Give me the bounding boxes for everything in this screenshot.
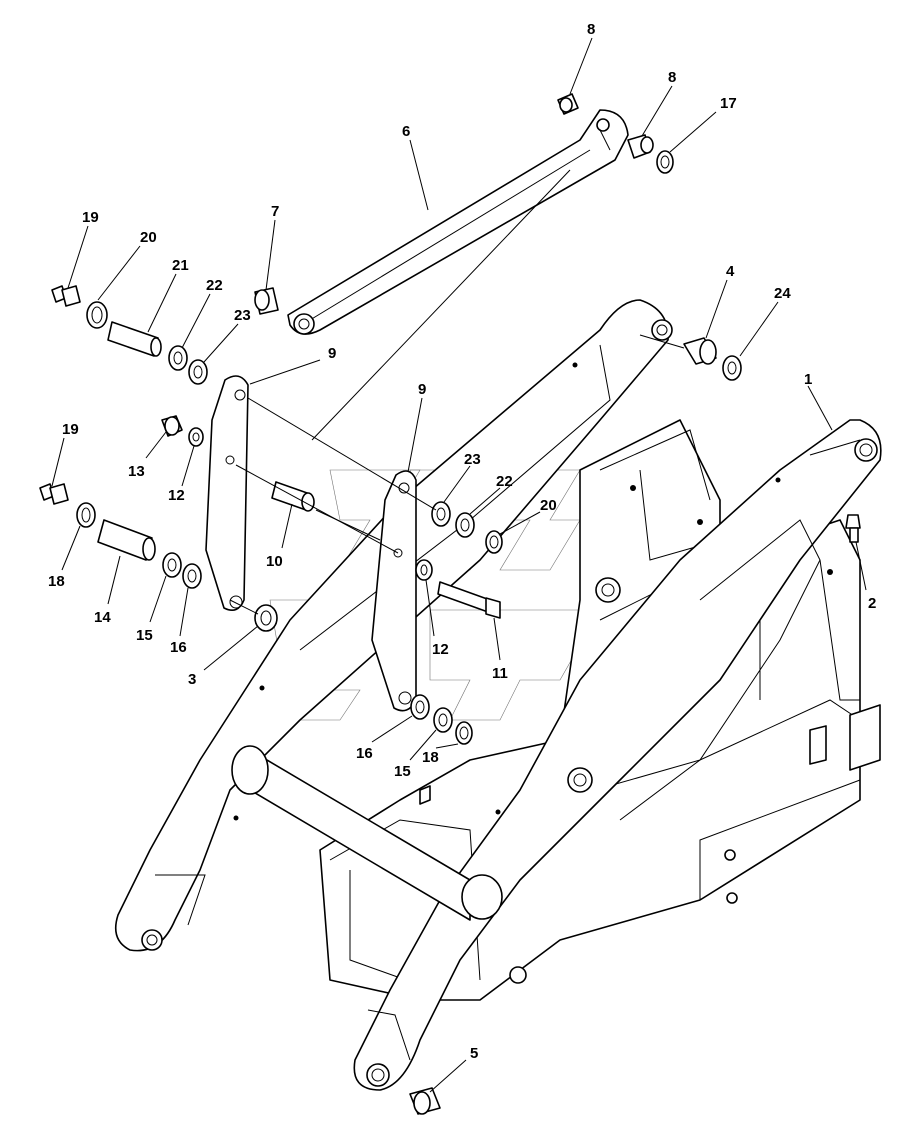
callout-14: 14 [94,609,111,626]
callout-23b: 23 [464,451,481,468]
bushing-8a [557,93,579,115]
callout-20a: 20 [140,229,157,246]
callout-17: 17 [720,95,737,112]
callout-20b: 20 [540,497,557,514]
callout-3: 3 [188,671,196,688]
callout-12b: 12 [432,641,449,658]
callout-21: 21 [172,257,189,274]
washer-22b [455,512,475,538]
assembly-lines [229,169,685,615]
grease-fitting-19b [39,483,69,505]
callout-23a: 23 [234,307,251,324]
callout-16b: 16 [356,745,373,762]
callout-4: 4 [726,263,735,280]
callout-6: 6 [402,123,410,140]
bushing-3 [254,604,278,632]
arm-link [287,109,629,335]
bushing-8b [627,134,654,159]
callout-19a: 19 [82,209,99,226]
pin-14 [97,519,156,561]
link-plate-9a [205,375,249,611]
washer-17 [656,150,674,174]
callouts: 8 8 17 6 7 19 20 21 22 23 4 24 9 9 1 13 … [48,21,876,1062]
callout-5: 5 [470,1045,478,1062]
bushing-5 [409,1087,441,1115]
snap-ring-20b [485,530,503,554]
washer-23b [431,501,451,527]
grease-fitting-19a [51,285,81,307]
washer-23a [188,359,208,385]
lift-arm-right [353,419,882,1091]
callout-13: 13 [128,463,145,480]
nut-13 [161,415,183,437]
cross-tube [231,745,503,921]
bolt-11 [437,581,501,619]
callout-15b: 15 [394,763,411,780]
snap-ring-18b [455,721,473,745]
pin-21 [107,321,162,357]
link-plate-9b [371,470,417,712]
washer-16b [410,694,430,720]
callout-22b: 22 [496,473,513,490]
washer-15a [162,552,182,578]
callout-10: 10 [266,553,283,570]
washer-12a [188,427,204,447]
bushing-4 [683,337,717,365]
callout-16a: 16 [170,639,187,656]
bushing-7 [254,287,279,315]
callout-11: 11 [492,665,508,682]
washer-24 [722,355,742,381]
callout-24: 24 [774,285,791,302]
callout-1: 1 [804,371,812,388]
callout-9a: 9 [328,345,336,362]
washer-15b [433,707,453,733]
washer-12b [415,559,433,581]
callout-15a: 15 [136,627,153,644]
callout-2: 2 [868,595,876,612]
callout-22a: 22 [206,277,223,294]
grease-fitting-2 [845,514,861,543]
callout-8b: 8 [668,69,676,86]
snap-ring-18a [76,502,96,528]
callout-19b: 19 [62,421,79,438]
callout-18a: 18 [48,573,65,590]
callout-9b: 9 [418,381,426,398]
callout-12a: 12 [168,487,185,504]
leader-lines [51,37,867,1093]
callout-7: 7 [271,203,279,220]
spacer-10 [271,481,315,512]
washer-22a [168,345,188,371]
snap-ring-20a [86,301,108,329]
washer-16a [182,563,202,589]
callout-18b: 18 [422,749,439,766]
callout-8a: 8 [587,21,595,38]
